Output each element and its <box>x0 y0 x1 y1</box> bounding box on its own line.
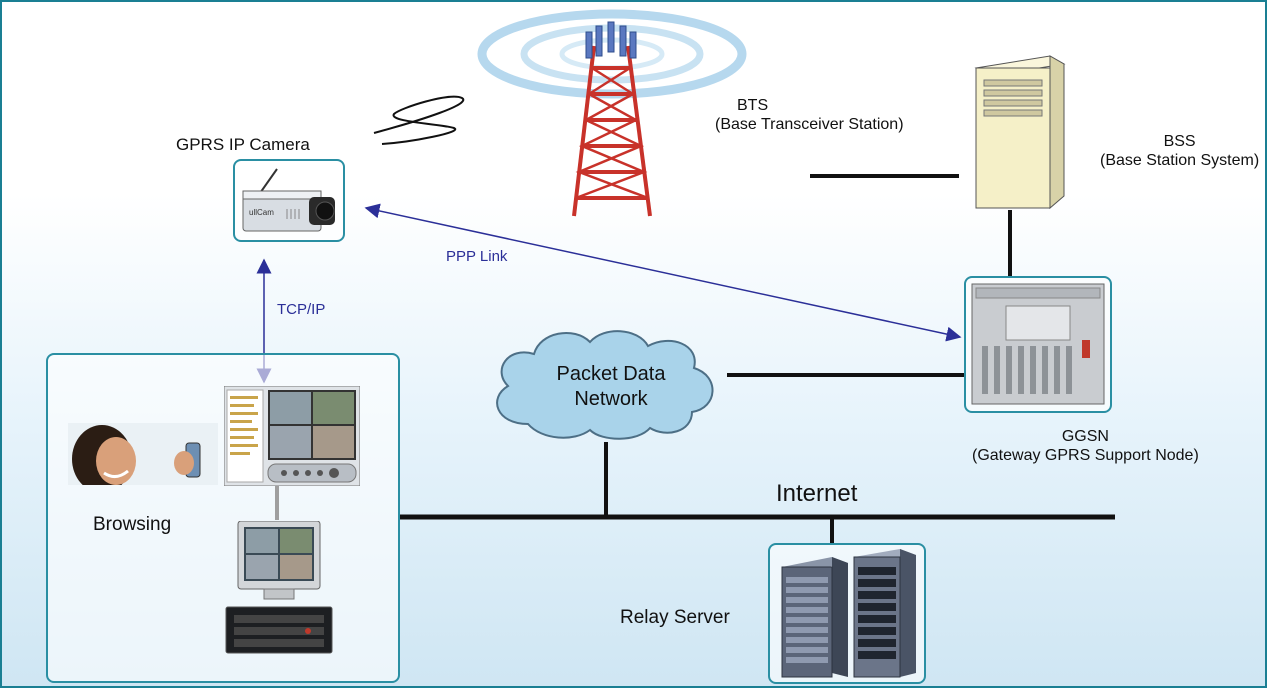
ggsn-subtitle: (Gateway GPRS Support Node) <box>972 447 1199 464</box>
bss-label: BSS (Base Station System) <box>1100 132 1259 170</box>
desktop-pc-icon <box>225 521 333 654</box>
camera-brand-text: ullCam <box>249 208 274 217</box>
ggsn-box[interactable] <box>964 276 1112 413</box>
bss-server-icon <box>974 55 1066 210</box>
internet-label: Internet <box>776 480 858 507</box>
wireless-signal-icon <box>373 95 465 145</box>
bss-title: BSS <box>1163 133 1196 150</box>
pdn-line1: Packet Data <box>556 363 666 385</box>
relay-server-label: Relay Server <box>620 607 730 628</box>
cell-tower-icon <box>477 9 747 217</box>
bss-subtitle: (Base Station System) <box>1100 152 1260 169</box>
bts-subtitle: (Base Transceiver Station) <box>715 116 904 133</box>
pdn-label: Packet Data Network <box>536 362 686 412</box>
relay-server-icon <box>781 549 916 678</box>
camera-box[interactable]: ullCam <box>233 159 345 242</box>
ggsn-rack-icon <box>971 283 1105 405</box>
browsing-panel: Browsing <box>46 353 400 683</box>
pdn-line2: Network <box>574 388 648 410</box>
mobile-user-photo <box>68 423 218 485</box>
browsing-label: Browsing <box>93 514 172 535</box>
ppp-link-label: PPP Link <box>446 248 508 265</box>
ggsn-title: GGSN <box>1061 428 1109 445</box>
cloud-icon <box>496 330 714 440</box>
camera-label: GPRS IP Camera <box>176 135 310 154</box>
bts-title: BTS <box>737 97 769 114</box>
ppp-link-arrow <box>364 203 962 342</box>
ip-camera-icon: ullCam <box>242 168 335 232</box>
monitoring-software-icon <box>224 386 360 486</box>
bts-label: BTS (Base Transceiver Station) <box>715 96 904 134</box>
tcp-ip-label: TCP/IP <box>277 301 326 318</box>
relay-server-box[interactable] <box>768 543 926 684</box>
ggsn-label: GGSN (Gateway GPRS Support Node) <box>972 427 1199 465</box>
